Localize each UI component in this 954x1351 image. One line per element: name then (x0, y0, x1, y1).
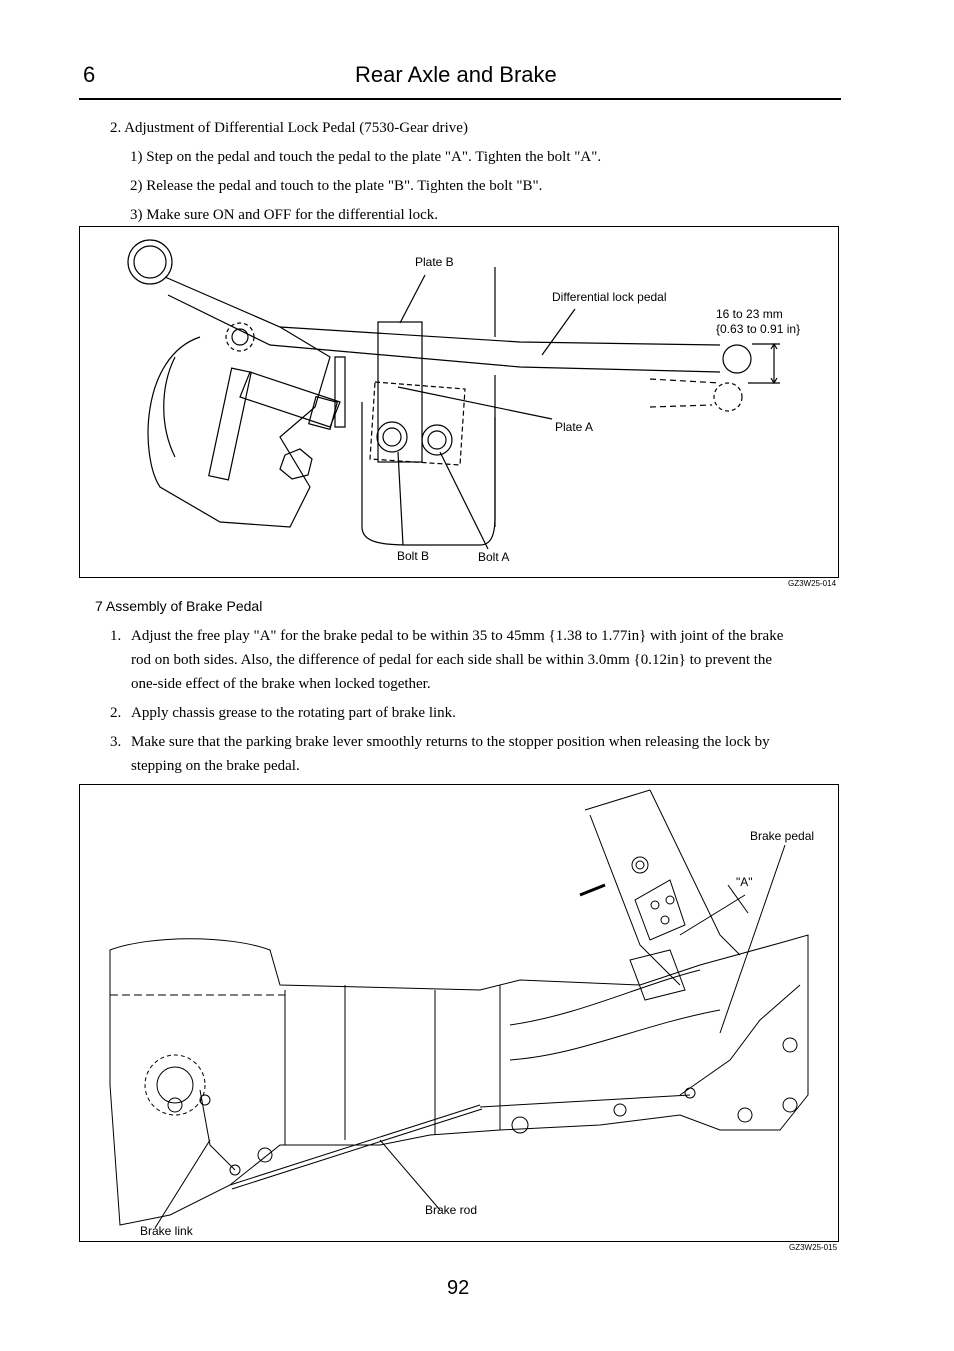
header-rule (79, 98, 841, 100)
brake-item-2-line-1: Apply chassis grease to the rotating par… (131, 705, 456, 721)
label-brake-pedal: Brake pedal (750, 829, 815, 843)
label-diff-lock-pedal: Differential lock pedal (552, 290, 667, 304)
brake-item-1-line-2: rod on both sides. Also, the difference … (131, 652, 773, 668)
brake-item-1-line-3: one-side effect of the brake when locked… (131, 676, 431, 692)
brake-item-3-line-2: stepping on the brake pedal. (131, 758, 300, 774)
label-brake-link: Brake link (140, 1224, 193, 1238)
brake-figure: Brake pedal "A" Brake rod Brake link (79, 784, 839, 1242)
chapter-title: Rear Axle and Brake (355, 62, 557, 87)
figure-2-code: GZ3W25-015 (789, 1243, 838, 1252)
brake-item-2-number: 2. (110, 705, 122, 721)
brake-drawing (109, 789, 809, 1229)
label-brake-rod: Brake rod (425, 1203, 478, 1217)
label-clearance-mm: 16 to 23 mm (716, 307, 783, 321)
label-plate-a: Plate A (555, 420, 594, 434)
diff-lock-drawing (127, 239, 780, 550)
label-free-play-a: "A" (736, 875, 753, 889)
label-bolt-b: Bolt B (397, 549, 430, 563)
label-clearance-in: {0.63 to 0.91 in} (716, 322, 801, 336)
label-bolt-a: Bolt A (478, 550, 510, 564)
diff-lock-figure: Plate B Differential lock pedal 16 to 23… (79, 226, 839, 578)
brake-section-heading: 7 Assembly of Brake Pedal (95, 598, 263, 614)
diff-lock-heading: 2. Adjustment of Differential Lock Pedal… (110, 120, 468, 136)
brake-item-1-line-1: Adjust the free play "A" for the brake p… (131, 628, 784, 644)
brake-item-3-line-1: Make sure that the parking brake lever s… (131, 734, 770, 750)
figure-1-code: GZ3W25-014 (788, 579, 837, 588)
chapter-number: 6 (83, 62, 96, 87)
diff-lock-step-2: 2) Release the pedal and touch to the pl… (130, 178, 543, 194)
diff-lock-step-3: 3) Make sure ON and OFF for the differen… (130, 207, 438, 223)
diff-lock-step-1: 1) Step on the pedal and touch the pedal… (130, 149, 602, 165)
label-plate-b: Plate B (415, 255, 454, 269)
brake-item-1-number: 1. (110, 628, 122, 644)
brake-item-3-number: 3. (110, 734, 122, 750)
page-number: 92 (447, 1277, 470, 1299)
